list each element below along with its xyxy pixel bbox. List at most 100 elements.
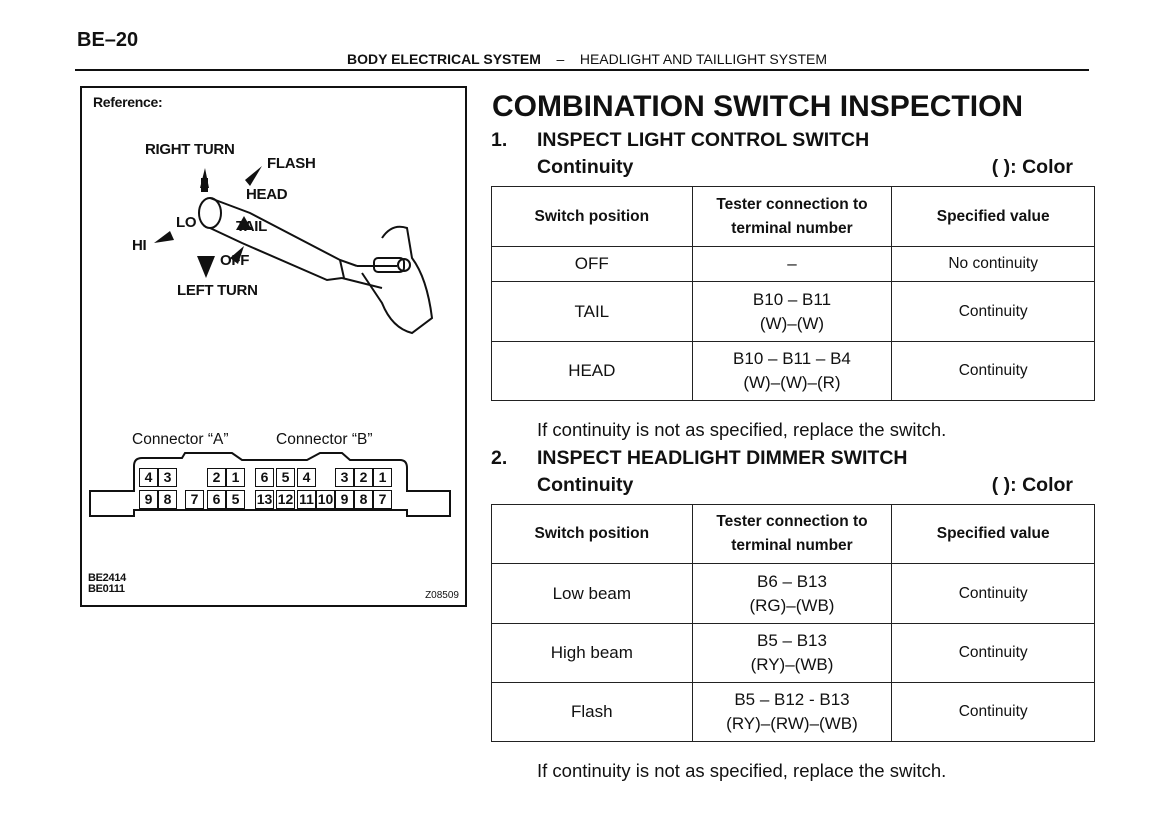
table-row: Flash B5 – B12 - B13(RY)–(RW)–(WB) Conti… — [491, 682, 1095, 742]
label-hi: HI — [132, 237, 147, 254]
table-row: HEAD B10 – B11 – B4 (W)–(W)–(R) Continuit… — [491, 341, 1095, 401]
connection-terminals: – — [787, 254, 797, 273]
connector-pin: 8 — [158, 490, 177, 509]
table-header: Switch position Tester connection to ter… — [491, 186, 1095, 247]
col-header: Specified value — [891, 186, 1095, 247]
connector-pin: 6 — [207, 490, 226, 509]
cell-position: HEAD — [491, 341, 693, 401]
connection-terminals: B10 – B11 – B4 — [733, 349, 851, 368]
dimmer-switch-table: Switch position Tester connection to ter… — [491, 504, 1095, 742]
connector-pin: 2 — [354, 468, 373, 487]
connector-pin: 6 — [255, 468, 274, 487]
figure-code-1: BE2414 — [88, 572, 126, 584]
connector-pin: 5 — [276, 468, 295, 487]
connection-colors: (W)–(W) — [759, 313, 825, 333]
cell-value: No continuity — [891, 246, 1095, 282]
connector-pin: 7 — [185, 490, 204, 509]
connector-b-label: Connector “B” — [276, 431, 373, 448]
connector-pin: 11 — [297, 490, 316, 509]
cell-position: High beam — [491, 623, 693, 683]
page-number: BE–20 — [77, 29, 139, 51]
connector-pin: 12 — [276, 490, 295, 509]
subsection-name: HEADLIGHT AND TAILLIGHT SYSTEM — [579, 51, 827, 67]
label-head: HEAD — [246, 186, 288, 203]
connector-pin: 8 — [354, 490, 373, 509]
cell-value: Continuity — [891, 563, 1095, 624]
table-row: Low beam B6 – B13 (RG)–(WB) Continuity — [491, 563, 1095, 624]
cell-position: OFF — [491, 246, 693, 282]
step-2-number: 2. — [491, 447, 508, 469]
table-row: High beam B5 – B13 (RY)–(WB) Continuity — [491, 623, 1095, 683]
connector-a-label: Connector “A” — [132, 431, 229, 448]
connection-terminals: B5 – B13 — [757, 631, 827, 650]
cell-connection: B5 – B13 (RY)–(WB) — [691, 623, 893, 683]
step-1-sub: Continuity — [537, 156, 634, 178]
reference-figure: Reference: RIGHT TURN FLASH HEAD — [80, 86, 467, 607]
step-2-color-note: ( ): Color — [991, 474, 1073, 496]
connection-terminals: B6 – B13 — [757, 571, 827, 591]
cell-connection: B5 – B12 - B13 (RY)–(RW)–(WB) — [691, 682, 893, 742]
connector-pin: 4 — [297, 468, 316, 487]
connector-pin: 1 — [373, 468, 392, 487]
connector-outline — [89, 452, 451, 517]
step-2-heading: INSPECT HEADLIGHT DIMMER SWITCH — [537, 447, 908, 469]
connector-pin: 9 — [335, 490, 354, 509]
table-row: TAIL B10 – B11 (W)–(W) Continuity — [491, 281, 1095, 342]
section-name: BODY ELECTRICAL SYSTEM — [346, 51, 541, 67]
connection-colors: (RY)–(RW)–(WB) — [726, 714, 858, 733]
cell-position: Low beam — [491, 563, 693, 624]
cell-value: Continuity — [891, 341, 1095, 401]
connection-terminals: B5 – B12 - B13 — [734, 690, 850, 709]
connector-pin: 1 — [226, 468, 245, 487]
light-control-table: Switch position Tester connection to ter… — [491, 186, 1095, 401]
connection-terminals: B10 – B11 — [752, 289, 832, 309]
label-off: OFF — [220, 252, 250, 269]
connector-pin: 13 — [255, 490, 274, 509]
cell-value: Continuity — [891, 281, 1095, 342]
connection-colors: (RG)–(WB) — [749, 595, 835, 615]
cell-connection: B10 – B11 (W)–(W) — [691, 281, 893, 342]
figure-id: Z08509 — [425, 590, 459, 601]
step-1-heading: INSPECT LIGHT CONTROL SWITCH — [537, 129, 870, 151]
table-row: OFF – No continuity — [491, 246, 1095, 282]
connector-pin: 10 — [316, 490, 335, 509]
label-lo: LO — [176, 214, 197, 231]
connector-pin: 9 — [139, 490, 158, 509]
table-header: Switch position Tester connection to ter… — [491, 504, 1095, 564]
step-1-note: If continuity is not as specified, repla… — [537, 419, 947, 440]
connector-pin: 7 — [373, 490, 392, 509]
connector-pin: 3 — [335, 468, 354, 487]
col-header: Switch position — [491, 504, 693, 564]
label-right-turn: RIGHT TURN — [145, 141, 235, 158]
figure-code-2: BE0111 — [88, 583, 125, 595]
direction-arrows — [154, 166, 262, 278]
cell-connection: – — [691, 246, 893, 282]
connection-colors: (W)–(W)–(R) — [743, 373, 841, 392]
connector-pin: 4 — [139, 468, 158, 487]
connector-pin: 3 — [158, 468, 177, 487]
cell-value: Continuity — [891, 623, 1095, 683]
step-1-number: 1. — [491, 129, 508, 151]
lever-illustration — [154, 166, 434, 335]
col-header: Tester connection to terminal number — [691, 186, 893, 247]
cell-position: TAIL — [491, 281, 693, 342]
col-header: Specified value — [891, 504, 1095, 564]
step-1-color-note: ( ): Color — [991, 156, 1073, 178]
step-2-sub: Continuity — [537, 474, 634, 496]
running-header: BODY ELECTRICAL SYSTEM – HEADLIGHT AND T… — [0, 51, 1162, 67]
reference-label: Reference: — [93, 94, 163, 110]
label-left-turn: LEFT TURN — [177, 282, 258, 299]
col-header: Tester connection to terminal number — [691, 504, 893, 564]
label-tail: TAIL — [236, 218, 268, 235]
connection-colors: (RY)–(WB) — [750, 655, 834, 674]
cell-connection: B10 – B11 – B4 (W)–(W)–(R) — [691, 341, 893, 401]
cell-connection: B6 – B13 (RG)–(WB) — [691, 563, 893, 624]
connector-pin: 2 — [207, 468, 226, 487]
col-header: Switch position — [491, 186, 693, 247]
label-flash: FLASH — [267, 155, 316, 172]
header-rule — [75, 69, 1089, 71]
separator: – — [556, 51, 565, 67]
cell-position: Flash — [491, 682, 693, 742]
step-2-note: If continuity is not as specified, repla… — [537, 760, 947, 781]
